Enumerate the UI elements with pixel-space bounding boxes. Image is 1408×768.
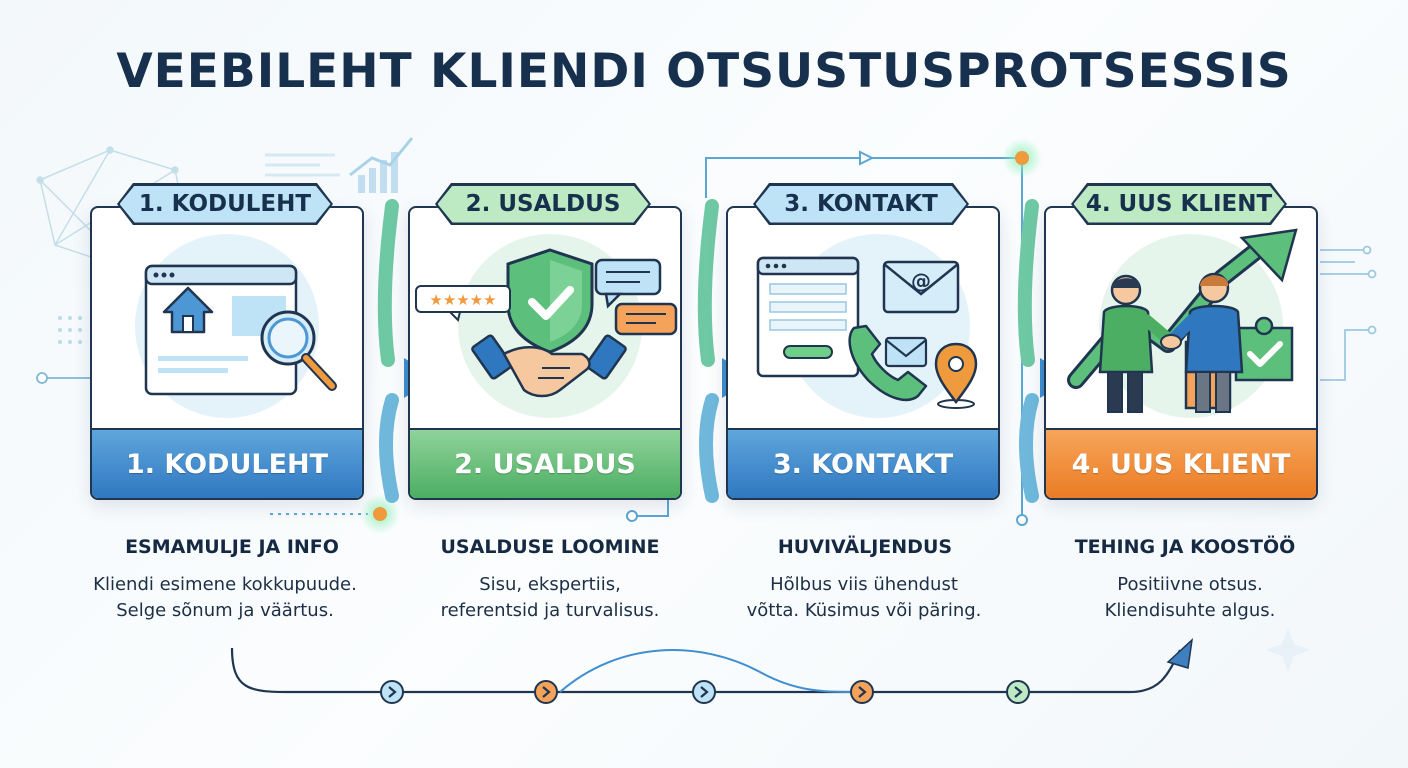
step-1-description-line: Selge sõnum ja väärtus. <box>116 600 334 621</box>
step-1-description-line: Kliendi esimene kokkupuude. <box>93 574 357 595</box>
circuit-left <box>36 372 92 384</box>
step-3-heading: HUVIVÄLJENDUS <box>777 536 953 558</box>
rating-stars-icon <box>415 285 511 322</box>
step-3-band: 3. KONTAKT <box>728 428 998 498</box>
glow-dot-top-core <box>1015 151 1029 165</box>
rating-stars-text: ★★★★★ <box>429 291 496 309</box>
chart-decoration <box>265 137 414 193</box>
step-2-description-line: Sisu, ekspertiis, <box>479 574 621 595</box>
step-3-description-line: võtta. Küsimus või päring. <box>746 600 982 621</box>
step-2-tag-label: 2. USALDUS <box>438 186 649 223</box>
step-1-heading: ESMAMULJE JA INFO <box>125 536 339 558</box>
chat-bubble-icon <box>594 258 678 336</box>
step-4-heading: TEHING JA KOOSTÖÖ <box>1074 536 1296 558</box>
step-card-2: ★★★★★ 2. USALDUS <box>408 206 682 500</box>
step-4-description: Positiivne otsus. Kliendisuhte algus. <box>1030 572 1350 624</box>
step-3-illustration: @ <box>756 234 978 418</box>
shield-check-icon <box>506 248 594 354</box>
envelope-icon <box>884 336 928 368</box>
step-3-tag-label: 3. KONTAKT <box>756 186 967 223</box>
page-title: VEEBILEHT KLIENDI OTSUSTUSPROTSESSIS <box>116 44 1292 99</box>
step-card-4: 4. UUS KLIENT <box>1044 206 1318 500</box>
email-icon <box>882 260 960 314</box>
step-2-tag: 2. USALDUS <box>435 183 651 225</box>
step-2-illustration: ★★★★★ <box>415 234 678 418</box>
location-pin-icon <box>934 342 978 409</box>
step-2-heading: USALDUSE LOOMINE <box>440 536 660 558</box>
step-3-description: Hõlbus viis ühendust võtta. Küsimus või … <box>704 572 1024 624</box>
mid-connector <box>270 496 669 522</box>
step-4-tag-label: 4. UUS KLIENT <box>1074 186 1285 223</box>
glow-dot-left-core <box>373 507 387 521</box>
step-2-description-line: referentsid ja turvalisus. <box>440 600 660 621</box>
sparkle-icon <box>1266 628 1310 672</box>
email-at-symbol: @ <box>911 269 931 293</box>
business-handshake-icon <box>1098 272 1244 413</box>
timeline-markers <box>380 680 1030 704</box>
step-4-description-line: Kliendisuhte algus. <box>1104 600 1276 621</box>
step-card-1: 1. KODULEHT <box>90 206 364 500</box>
step-4-band: 4. UUS KLIENT <box>1046 428 1316 498</box>
step-4-tag: 4. UUS KLIENT <box>1071 183 1287 225</box>
step-card-3: @ 3. KONTAKT <box>726 206 1000 500</box>
step-2-description: Sisu, ekspertiis, referentsid ja turvali… <box>390 572 710 624</box>
step-3-tag: 3. KONTAKT <box>753 183 969 225</box>
circuit-right <box>1320 245 1377 381</box>
step-1-tag-label: 1. KODULEHT <box>120 186 331 223</box>
step-2-band: 2. USALDUS <box>410 428 680 498</box>
phone-icon <box>848 324 928 401</box>
step-4-description-line: Positiivne otsus. <box>1117 574 1263 595</box>
bottom-timeline <box>230 638 1194 694</box>
step-1-tag: 1. KODULEHT <box>117 183 333 225</box>
step-1-band: 1. KODULEHT <box>92 428 362 498</box>
step-4-illustration <box>1067 228 1298 418</box>
step-1-illustration <box>135 234 337 418</box>
dot-grid-left <box>58 316 82 344</box>
home-icon <box>162 286 214 334</box>
contact-form-icon <box>756 256 860 378</box>
step-1-description: Kliendi esimene kokkupuude. Selge sõnum … <box>65 572 385 624</box>
handshake-icon <box>471 334 627 398</box>
step-3-description-line: Hõlbus viis ühendust <box>770 574 958 595</box>
magnifier-icon <box>260 310 337 391</box>
